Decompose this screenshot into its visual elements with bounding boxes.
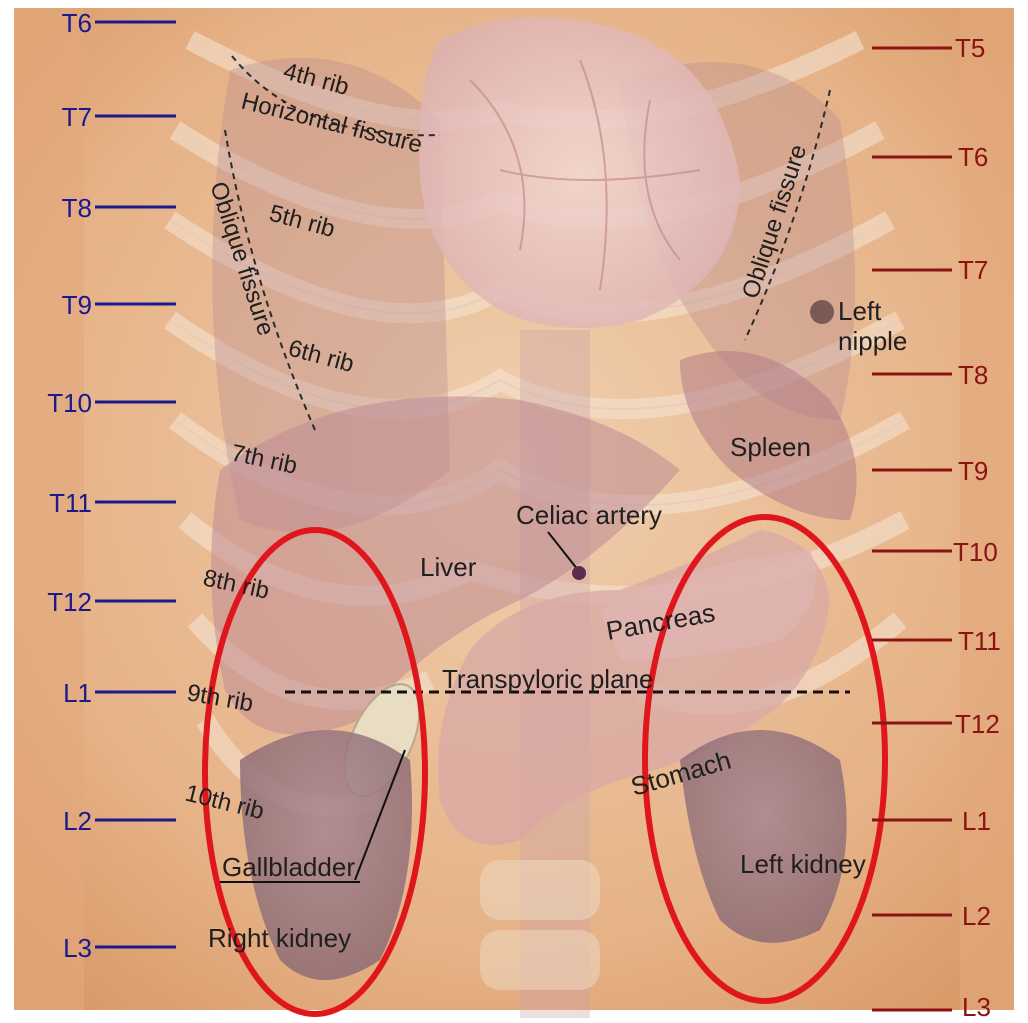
celiac-artery-label: Celiac artery bbox=[516, 500, 662, 530]
right-level-label: T7 bbox=[958, 255, 988, 285]
left-level-label: T12 bbox=[47, 587, 92, 617]
left-level-label: T10 bbox=[47, 388, 92, 418]
liver-label: Liver bbox=[420, 552, 477, 582]
left-level-label: L1 bbox=[63, 678, 92, 708]
spleen-label: Spleen bbox=[730, 432, 811, 462]
left-level-label: T8 bbox=[62, 193, 92, 223]
left-level-label: T11 bbox=[49, 488, 92, 518]
right-level-label: T8 bbox=[958, 360, 988, 390]
left-level-label: L3 bbox=[63, 933, 92, 963]
left-nipple bbox=[810, 300, 834, 324]
right-level-label: T12 bbox=[955, 709, 1000, 739]
right-level-label: L3 bbox=[962, 992, 991, 1018]
nipple-label-line-2: nipple bbox=[838, 326, 907, 356]
right-level-label: T10 bbox=[953, 537, 998, 567]
right-level-label: T6 bbox=[958, 142, 988, 172]
right-level-label: T11 bbox=[958, 626, 1001, 656]
right-level-label: T5 bbox=[955, 33, 985, 63]
right-level-label: L1 bbox=[962, 806, 991, 836]
right-level-label: L2 bbox=[962, 901, 991, 931]
nipple-label-line-1: Left bbox=[838, 296, 882, 326]
right-level-label: T9 bbox=[958, 456, 988, 486]
right-kidney-label: Right kidney bbox=[208, 923, 351, 953]
left-level-label: T7 bbox=[62, 102, 92, 132]
gallbladder-label: Gallbladder bbox=[222, 852, 355, 882]
celiac-artery-dot bbox=[572, 566, 586, 580]
left-level-label: L2 bbox=[63, 806, 92, 836]
left-kidney-label: Left kidney bbox=[740, 849, 866, 879]
left-level-label: T6 bbox=[62, 8, 92, 38]
left-level-label: T9 bbox=[62, 290, 92, 320]
transpyloric-plane-label: Transpyloric plane bbox=[442, 664, 653, 694]
